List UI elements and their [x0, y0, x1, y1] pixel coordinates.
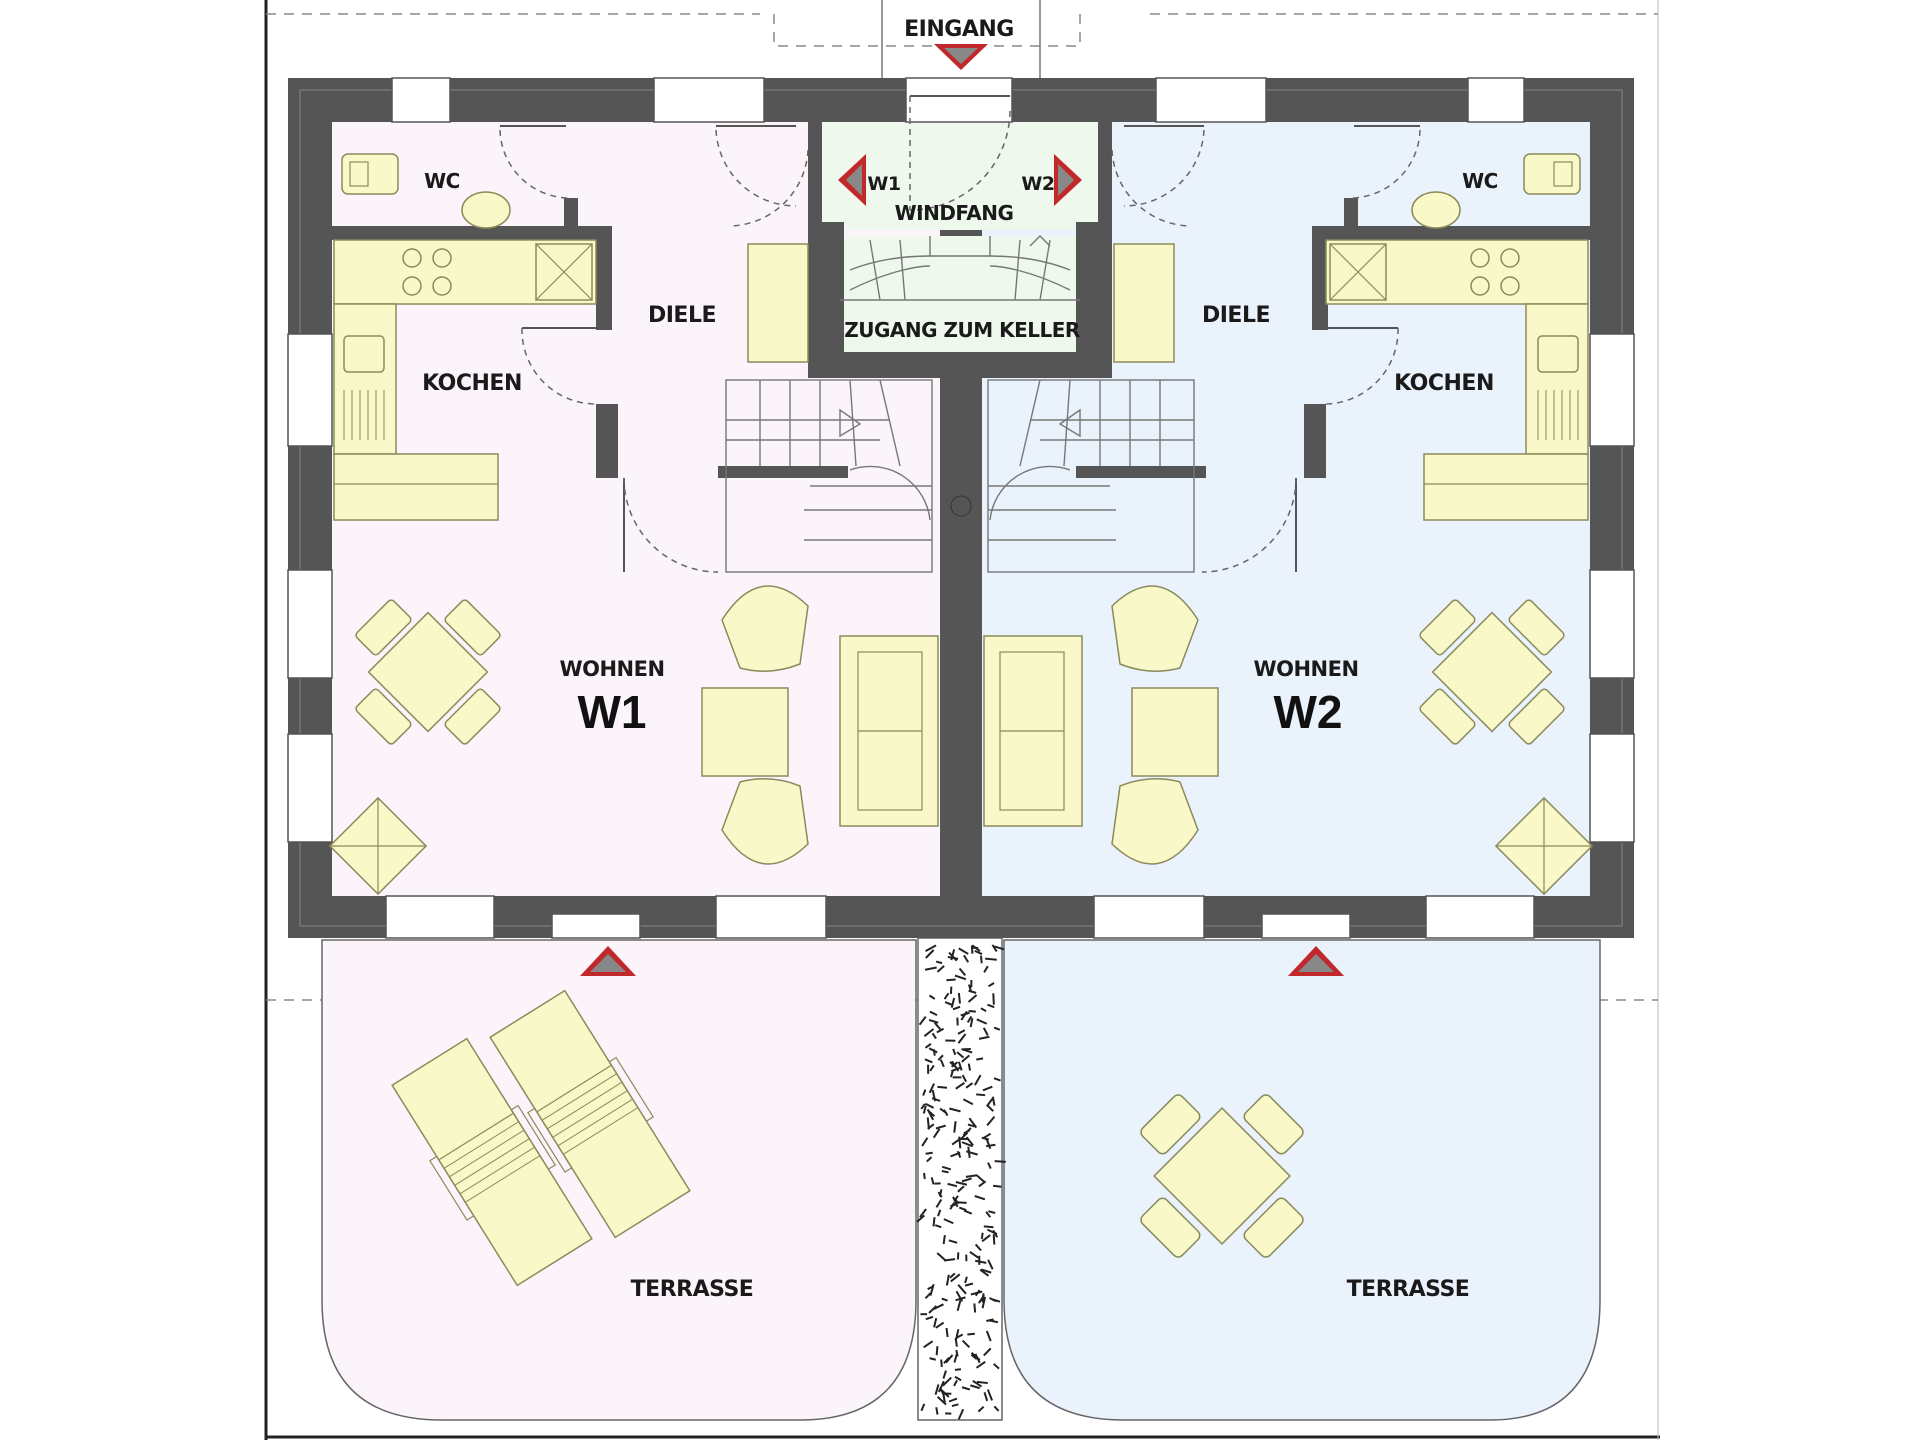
entry-arrow-w1 [838, 154, 866, 206]
label-eingang: EINGANG [904, 17, 1014, 42]
label-unit-w2: W2 [1274, 686, 1343, 738]
sun-loungers-w1 [391, 989, 691, 1287]
label-diele-w2: DIELE [1202, 303, 1270, 328]
corner-unit-w1 [328, 796, 428, 896]
diele-cabinet-w2 [1113, 243, 1175, 363]
label-terrasse-w1: TERRASSE [631, 1277, 754, 1302]
lounge-w2 [983, 585, 1219, 865]
label-wc-w2: WC [1462, 169, 1498, 193]
label-wc-w1: WC [424, 169, 460, 193]
label-kochen-w2: KOCHEN [1394, 371, 1494, 396]
terrace-dining-w2 [1140, 1094, 1304, 1258]
label-terrasse-w2: TERRASSE [1347, 1277, 1470, 1302]
lounge-w1 [701, 585, 939, 865]
label-wohnen-w1: WOHNEN [559, 657, 664, 681]
entry-arrow-w2 [1054, 154, 1082, 206]
basement-stairs [840, 235, 1080, 301]
terrace-w2 [1003, 939, 1601, 1421]
terrace-arrow-w1 [580, 946, 636, 976]
wc-fixtures-w1 [341, 153, 511, 229]
label-entry-w2: W2 [1021, 173, 1054, 195]
terrace-arrow-w2 [1288, 946, 1344, 976]
dining-set-w1 [355, 599, 501, 745]
stair-newel [950, 495, 972, 517]
diele-cabinet-w1 [747, 243, 809, 363]
gravel-strip [916, 937, 1006, 1421]
label-kochen-w1: KOCHEN [422, 371, 522, 396]
stairs-w1 [725, 379, 933, 573]
corner-unit-w2 [1494, 796, 1594, 896]
kitchen-w2 [1325, 239, 1589, 521]
windows [287, 77, 1635, 939]
page-frame [264, 0, 1660, 1440]
kitchen-w1 [333, 239, 597, 521]
interior-walls [332, 122, 1590, 900]
label-windfang: WINDFANG [895, 201, 1014, 225]
dining-set-w2 [1419, 599, 1565, 745]
stairs-w2 [987, 379, 1195, 573]
label-wohnen-w2: WOHNEN [1253, 657, 1358, 681]
label-unit-w1: W1 [578, 686, 647, 738]
doors [499, 95, 1421, 573]
label-zugang-zum-keller: ZUGANG ZUM KELLER [844, 318, 1080, 342]
wc-fixtures-w2 [1411, 153, 1581, 229]
entry-arrow-eingang [934, 44, 988, 70]
label-entry-w1: W1 [867, 173, 900, 195]
label-diele-w1: DIELE [648, 303, 716, 328]
